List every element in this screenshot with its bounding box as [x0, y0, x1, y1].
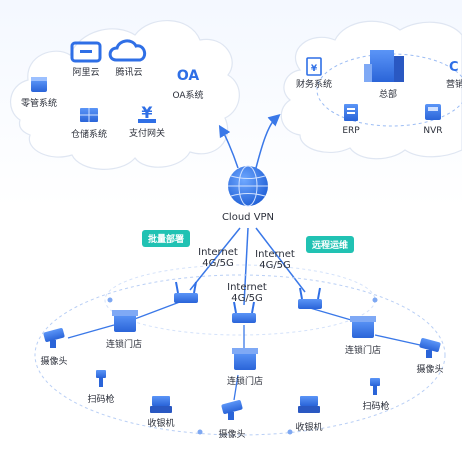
store-mid-label: 连锁门店	[226, 377, 264, 387]
aliyun-label: 阿里云	[72, 68, 100, 78]
net-label-left-line1: Internet	[198, 247, 238, 258]
store-left-icon	[112, 310, 138, 332]
pos-right-icon	[298, 396, 320, 413]
link-vpn-router-mid	[243, 227, 249, 306]
pos-right-label: 收银机	[295, 423, 323, 433]
net-label-right: Internet 4G/5G	[255, 249, 295, 271]
net-label-right-line1: Internet	[255, 249, 295, 260]
aliyun-icon	[70, 41, 102, 63]
router-right	[298, 287, 322, 309]
finance-system-label: 财务系统	[295, 80, 333, 90]
scanner-left-label: 扫码枪	[87, 395, 115, 405]
router-left	[174, 281, 198, 303]
nvr-icon	[425, 104, 441, 120]
cloud-vpn-label: Cloud VPN	[221, 212, 275, 223]
orbit-dot	[107, 297, 113, 303]
svg-text:¥: ¥	[311, 64, 318, 74]
remote-ops-tag: 远程运维	[306, 236, 355, 253]
arrow-to-right-cloud	[255, 114, 281, 169]
link-camera-left	[67, 324, 115, 339]
orbit-dot	[197, 429, 203, 435]
link-router-left-store	[131, 299, 186, 321]
marketing-label-partial: 营销	[445, 80, 462, 90]
store-right-icon	[350, 316, 376, 338]
headquarters-label: 总部	[378, 90, 398, 100]
arrow-to-left-cloud	[218, 124, 239, 169]
headquarters-icon	[364, 50, 404, 82]
net-label-mid: Internet 4G/5G	[227, 282, 267, 304]
erp-label: ERP	[342, 126, 360, 136]
retail-system-icon	[31, 77, 47, 92]
camera-right-label: 摄像头	[416, 365, 444, 375]
net-label-mid-line2: 4G/5G	[231, 293, 263, 304]
svg-text:¥: ¥	[141, 103, 152, 122]
store-left-label: 连锁门店	[105, 340, 143, 350]
warehouse-icon	[80, 108, 98, 122]
tencent-cloud-icon	[108, 39, 147, 62]
link-vpn-router-right	[255, 227, 306, 293]
camera-bottom-label: 摄像头	[218, 430, 246, 440]
net-label-right-line2: 4G/5G	[259, 260, 291, 271]
link-vpn-router-left	[189, 227, 241, 291]
pos-left-icon	[150, 396, 172, 413]
store-right-label: 连锁门店	[344, 346, 382, 356]
payment-gateway-label: 支付网关	[128, 129, 166, 139]
payment-gateway-icon: ¥	[138, 103, 156, 123]
net-label-left: Internet 4G/5G	[198, 247, 238, 269]
finance-system-icon: ¥	[306, 57, 322, 76]
scanner-left-icon	[96, 370, 106, 387]
camera-left-label: 摄像头	[40, 357, 68, 367]
erp-icon	[344, 104, 358, 121]
link-camera-right	[374, 334, 421, 346]
nvr-label: NVR	[423, 126, 443, 136]
oa-logo: OA	[176, 68, 200, 84]
router-mid	[232, 301, 256, 323]
cloud-vpn-globe	[228, 165, 268, 207]
orbit-dot	[287, 429, 293, 435]
net-label-left-line2: 4G/5G	[202, 258, 234, 269]
store-mid-icon	[232, 348, 258, 370]
pos-left-label: 收银机	[147, 419, 175, 429]
camera-bottom-icon	[221, 400, 243, 420]
batch-deploy-tag: 批量部署	[142, 230, 191, 247]
tencent-cloud-label: 腾讯云	[115, 68, 143, 78]
camera-right-icon	[419, 338, 441, 358]
camera-left-icon	[43, 328, 65, 348]
link-camera-bottom	[233, 374, 239, 401]
net-label-mid-line1: Internet	[227, 282, 267, 293]
store-network-orbit	[34, 274, 446, 436]
scanner-right-icon	[370, 378, 380, 395]
orbit-dot	[372, 297, 378, 303]
oa-system-label: OA系统	[172, 91, 204, 101]
left-cloud-shape	[10, 20, 240, 170]
retail-system-label: 零管系统	[20, 99, 58, 109]
scanner-right-label: 扫码枪	[362, 402, 390, 412]
warehouse-system-label: 仓储系统	[70, 130, 108, 140]
marketing-logo-partial: C	[449, 60, 459, 75]
